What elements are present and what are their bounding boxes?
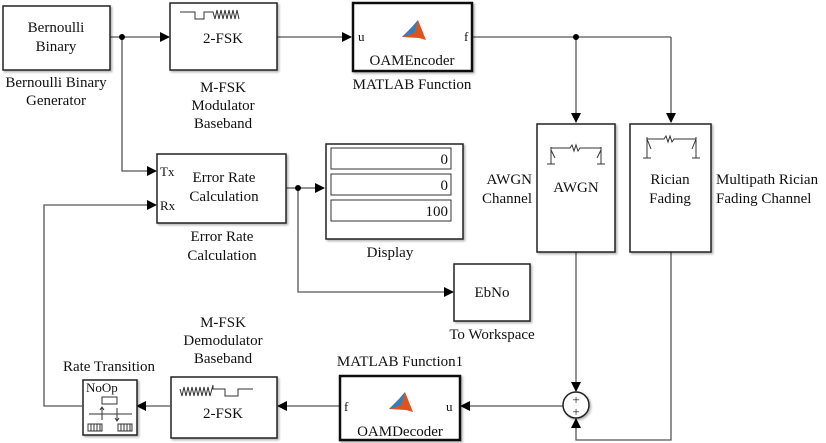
display-value: 0 (441, 178, 449, 194)
bernoulli-binary-block[interactable]: Bernoulli Binary (2, 5, 111, 71)
sum-sign: + (572, 392, 579, 407)
block-text: Error Rate (193, 170, 256, 186)
rate-transition-block[interactable]: NoOp (82, 379, 138, 436)
block-label: AWGN (487, 172, 533, 188)
block-label: M-FSK (200, 315, 246, 331)
block-label: Calculation (187, 248, 257, 264)
port-out-label: f (344, 399, 349, 414)
block-text: OAMEncoder (370, 53, 455, 69)
signal-lines (43, 32, 676, 441)
block-text: Calculation (189, 189, 259, 205)
channel-icon (547, 143, 605, 165)
block-label: Generator (26, 93, 86, 109)
block-label: M-FSK (200, 80, 246, 96)
display-field (330, 173, 452, 196)
block-label: Modulator (191, 98, 254, 114)
sum-block[interactable]: + + (562, 391, 590, 419)
mfsk-modulator-block[interactable]: 2-FSK (169, 2, 278, 71)
oam-decoder-block[interactable]: f u OAMDecoder (338, 374, 462, 442)
wire-rician-to-sum[interactable] (571, 252, 672, 441)
display-field (330, 199, 452, 222)
block-label: Baseband (194, 116, 253, 132)
wire-rate-to-rx[interactable] (43, 200, 157, 407)
junction-dot (573, 34, 579, 40)
oam-encoder-block[interactable]: u f OAMEncoder (351, 1, 474, 73)
matlab-logo-icon (402, 20, 426, 40)
fsk-waveform-icon (179, 384, 253, 397)
block-label: Display (367, 245, 414, 261)
wire-branch-to-tx[interactable] (121, 37, 157, 176)
display-block[interactable]: 0 0 100 (325, 143, 464, 240)
block-label: Channel (482, 191, 532, 207)
wire-branch-to-ebno[interactable] (297, 188, 454, 297)
block-label: To Workspace (449, 327, 535, 343)
channel-icon (643, 134, 700, 159)
block-label: Rate Transition (63, 359, 156, 375)
block-text: Fading (649, 191, 691, 207)
to-workspace-block[interactable]: EbNo (453, 263, 531, 322)
port-in-label: u (446, 399, 453, 414)
junction-dot (119, 34, 125, 40)
display-value: 100 (426, 204, 449, 220)
error-rate-calculation-block[interactable]: Tx Rx Error Rate Calculation (156, 153, 287, 224)
block-text: 2-FSK (203, 406, 243, 422)
fsk-waveform-icon (180, 9, 240, 20)
block-label: MATLAB Function1 (337, 354, 463, 370)
port-out-label: f (464, 29, 469, 44)
mfsk-demodulator-block[interactable]: 2-FSK (170, 376, 278, 439)
block-text: Rician (650, 172, 690, 188)
rician-fading-channel-block[interactable]: Rician Fading (629, 123, 712, 253)
port-in-label: u (358, 29, 365, 44)
port-tx-label: Tx (160, 164, 175, 179)
block-label: Bernoulli Binary (5, 75, 107, 91)
block-label: Baseband (194, 351, 253, 367)
block-label: Fading Channel (716, 191, 811, 207)
block-label: MATLAB Function (353, 77, 472, 93)
block-text: EbNo (475, 285, 510, 301)
sum-sign: + (572, 404, 579, 419)
block-text: Binary (36, 39, 77, 55)
rate-transition-icon (87, 396, 133, 432)
awgn-channel-block[interactable]: AWGN (536, 123, 616, 253)
block-label: Multipath Rician (716, 172, 819, 188)
block-label: Demodulator (183, 333, 262, 349)
port-rx-label: Rx (160, 198, 176, 213)
block-text: NoOp (86, 380, 118, 395)
matlab-logo-icon (389, 392, 413, 412)
display-value: 0 (441, 152, 449, 168)
junction-dot (295, 185, 301, 191)
block-text: 2-FSK (203, 31, 243, 47)
block-text: AWGN (553, 180, 599, 196)
block-text: Bernoulli (28, 20, 85, 36)
block-text: OAMDecoder (357, 424, 443, 440)
display-field (330, 147, 452, 170)
block-label: Error Rate (191, 229, 254, 245)
